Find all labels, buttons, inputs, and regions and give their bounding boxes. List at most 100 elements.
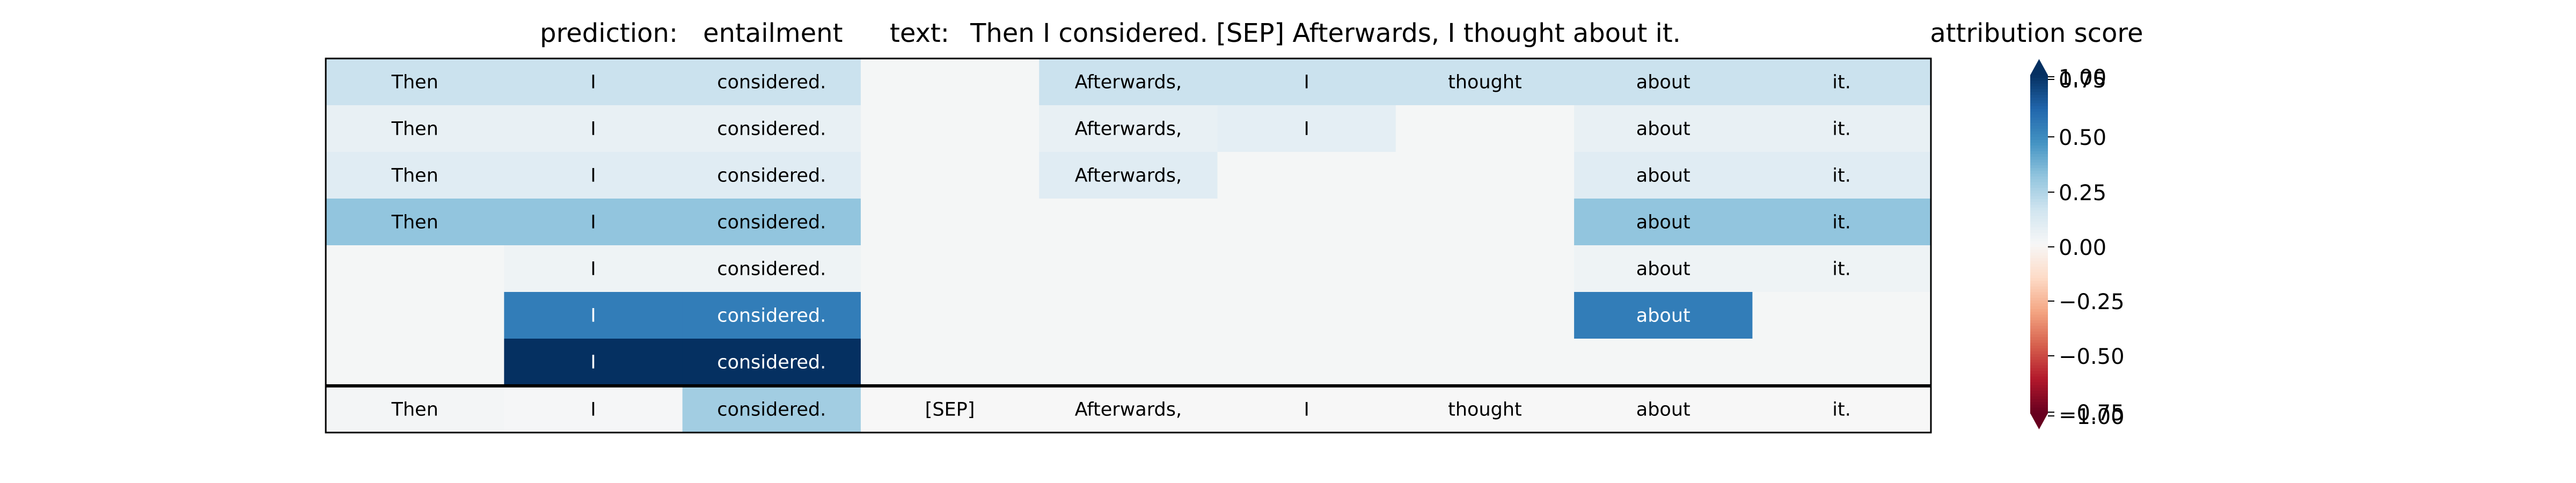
heatmap-cell bbox=[1752, 245, 1931, 292]
heatmap-cell bbox=[1217, 58, 1396, 106]
heatmap-cell bbox=[682, 199, 861, 246]
colorbar-segment bbox=[2030, 179, 2048, 183]
heatmap-cell bbox=[504, 105, 683, 152]
colorbar-segment bbox=[2030, 193, 2048, 197]
colorbar-segment bbox=[2030, 238, 2048, 242]
colorbar-segment bbox=[2030, 252, 2048, 256]
summary-label: considered. bbox=[717, 399, 826, 421]
colorbar-segment bbox=[2030, 204, 2048, 208]
heatmap-cell bbox=[504, 199, 683, 246]
colorbar-segment bbox=[2030, 281, 2048, 284]
cell-label: I bbox=[590, 119, 596, 140]
heatmap-cell bbox=[1574, 152, 1753, 199]
colorbar-segment bbox=[2030, 376, 2048, 380]
colorbar-segment bbox=[2030, 103, 2048, 107]
summary-cell bbox=[1574, 386, 1753, 433]
heatmap-cell bbox=[326, 339, 504, 386]
cell-label: about bbox=[1636, 259, 1690, 280]
colorbar-segment bbox=[2030, 334, 2048, 338]
heatmap-cell bbox=[326, 152, 504, 199]
colorbar-tick-label: 1.00 bbox=[2059, 65, 2106, 90]
heatmap-cell bbox=[1217, 245, 1396, 292]
heatmap-cell bbox=[860, 339, 1040, 386]
cell-label: Afterwards, bbox=[1075, 72, 1182, 93]
heatmap-cell bbox=[1395, 199, 1575, 246]
heatmap-cell bbox=[1217, 199, 1396, 246]
colorbar-segment bbox=[2030, 357, 2048, 361]
heatmap-cell bbox=[1395, 339, 1575, 386]
cell-label: I bbox=[590, 72, 596, 93]
cell-label: considered. bbox=[717, 259, 826, 280]
colorbar-segment bbox=[2030, 301, 2048, 304]
colorbar-segment bbox=[2030, 207, 2048, 211]
colorbar-segment bbox=[2030, 112, 2048, 115]
colorbar-segment bbox=[2030, 185, 2048, 188]
colorbar-tick-label: −0.50 bbox=[2059, 345, 2125, 369]
colorbar-segment bbox=[2030, 405, 2048, 408]
colorbar-segment bbox=[2030, 317, 2048, 321]
colorbar-segment bbox=[2030, 309, 2048, 312]
summary-cell bbox=[682, 386, 861, 433]
heatmap-cell bbox=[1752, 105, 1931, 152]
cell-label: I bbox=[1304, 119, 1309, 140]
colorbar-segment bbox=[2030, 191, 2048, 194]
colorbar-segment bbox=[2030, 233, 2048, 237]
cell-label: it. bbox=[1832, 212, 1851, 233]
colorbar-segment bbox=[2030, 275, 2048, 279]
colorbar-tick-label: 0.00 bbox=[2059, 236, 2106, 260]
colorbar-segment bbox=[2030, 128, 2048, 132]
colorbar-segment bbox=[2030, 123, 2048, 127]
colorbar-segment bbox=[2030, 140, 2048, 143]
colorbar-segment bbox=[2030, 100, 2048, 104]
colorbar-segment bbox=[2030, 247, 2048, 251]
colorbar-segment bbox=[2030, 283, 2048, 287]
colorbar-segment bbox=[2030, 244, 2048, 248]
colorbar-segment bbox=[2030, 177, 2048, 180]
colorbar-segment bbox=[2030, 292, 2048, 296]
cell-label: considered. bbox=[717, 72, 826, 93]
heatmap-cell bbox=[682, 105, 861, 152]
colorbar-segment bbox=[2030, 320, 2048, 324]
heatmap-cell bbox=[860, 152, 1040, 199]
heatmap-cell bbox=[326, 199, 504, 246]
colorbar-title: attribution score bbox=[1930, 18, 2143, 48]
colorbar-segment bbox=[2030, 314, 2048, 318]
colorbar-segment bbox=[2030, 264, 2048, 267]
colorbar-segment bbox=[2030, 368, 2048, 372]
heatmap-cell bbox=[1039, 245, 1218, 292]
colorbar-segment bbox=[2030, 154, 2048, 158]
heatmap-cell bbox=[1752, 58, 1931, 106]
colorbar-tick-label: 0.50 bbox=[2059, 126, 2106, 150]
colorbar-segment bbox=[2030, 374, 2048, 377]
summary-cell bbox=[1039, 386, 1218, 433]
colorbar-segment bbox=[2030, 396, 2048, 400]
cell-label: Then bbox=[391, 212, 438, 233]
heatmap-cell bbox=[1395, 58, 1575, 106]
colorbar-segment bbox=[2030, 241, 2048, 245]
colorbar-segment bbox=[2030, 312, 2048, 316]
cell-label: Afterwards, bbox=[1075, 119, 1182, 140]
heatmap-cell bbox=[860, 58, 1040, 106]
cell-label: thought bbox=[1448, 72, 1522, 93]
colorbar-segment bbox=[2030, 117, 2048, 121]
colorbar-segment bbox=[2030, 340, 2048, 343]
cell-label: I bbox=[1304, 72, 1309, 93]
colorbar: 1.000.750.500.250.00−0.25−0.50−0.75−1.00 bbox=[2030, 59, 2125, 429]
heatmap-cell bbox=[682, 152, 861, 199]
colorbar-tick-label: −0.75 bbox=[2059, 401, 2125, 426]
heatmap-cell bbox=[1752, 292, 1931, 339]
heatmap-cell bbox=[326, 58, 504, 106]
cell-label: considered. bbox=[717, 119, 826, 140]
colorbar-segment bbox=[2030, 379, 2048, 383]
cell-label: Then bbox=[391, 165, 438, 187]
heatmap-cell bbox=[326, 292, 504, 339]
cell-label: considered. bbox=[717, 352, 826, 374]
heatmap-cell bbox=[1395, 245, 1575, 292]
colorbar-segment bbox=[2030, 387, 2048, 391]
colorbar-segment bbox=[2030, 255, 2048, 259]
colorbar-segment bbox=[2030, 346, 2048, 349]
colorbar-segment bbox=[2030, 286, 2048, 290]
figure-title: prediction: entailment text: Then I cons… bbox=[540, 18, 1681, 48]
